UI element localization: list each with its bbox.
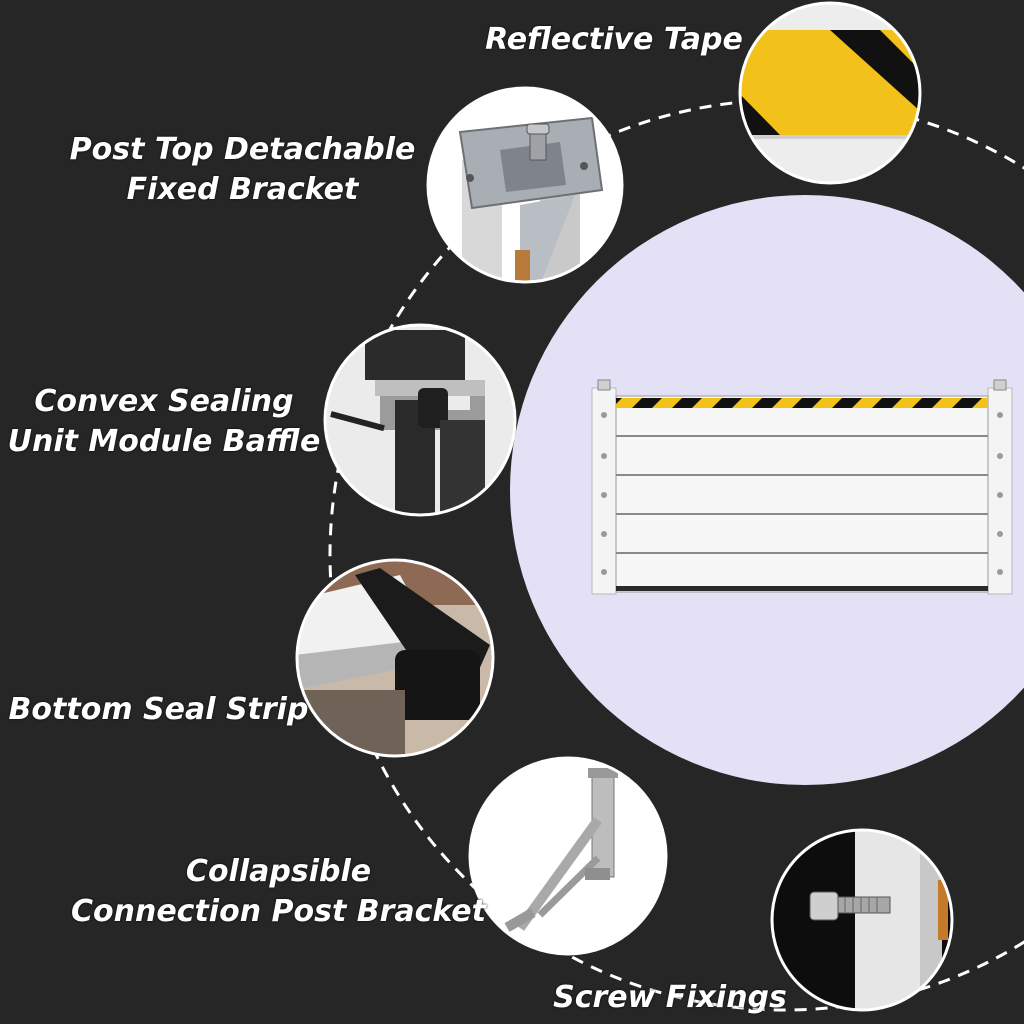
screw-closeup-icon — [770, 828, 954, 1012]
callout-label-convex-sealing: Convex Sealing Unit Module Baffle — [4, 382, 324, 462]
callout-label-post-top-bracket: Post Top Detachable Fixed Bracket — [60, 130, 425, 210]
reflective-tape-closeup-icon — [738, 1, 922, 185]
callout-line: Collapsible — [185, 854, 372, 889]
callout-label-bottom-seal-strip: Bottom Seal Strip — [6, 690, 311, 730]
callout-line: Post Top Detachable — [69, 132, 416, 167]
flood-barrier-panel-icon — [591, 379, 1013, 595]
callout-line: Fixed Bracket — [126, 172, 359, 207]
callout-label-screw-fixings: Screw Fixings — [552, 978, 788, 1018]
callout-line: Reflective Tape — [485, 22, 743, 57]
convex-seal-closeup-icon — [323, 323, 517, 517]
post-top-bracket-closeup-icon — [426, 86, 624, 284]
collapsible-bracket-closeup-icon — [468, 756, 668, 956]
callout-line: Screw Fixings — [553, 980, 787, 1015]
callout-label-reflective-tape: Reflective Tape — [480, 20, 748, 60]
callout-line: Convex Sealing — [34, 384, 294, 419]
bottom-seal-closeup-icon — [295, 558, 495, 758]
callout-line: Connection Post Bracket — [70, 894, 486, 929]
callout-label-collapsible-bracket: Collapsible Connection Post Bracket — [66, 852, 491, 932]
callout-line: Bottom Seal Strip — [8, 692, 309, 727]
product-showcase — [510, 195, 1024, 785]
callout-line: Unit Module Baffle — [7, 424, 321, 459]
